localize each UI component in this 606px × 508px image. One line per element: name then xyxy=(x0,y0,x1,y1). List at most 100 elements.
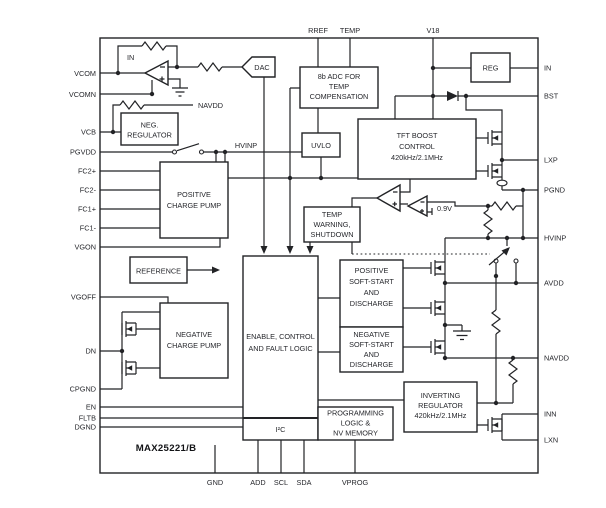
pin-label-fc1p: FC1+ xyxy=(78,205,96,214)
block-label: TEMP xyxy=(329,82,349,91)
block-label: DISCHARGE xyxy=(350,299,394,308)
block-label: TFT BOOST xyxy=(397,131,438,140)
block-label: UVLO xyxy=(311,141,331,150)
pin-label-lxp: LXP xyxy=(544,156,558,165)
block-positive-charge-pump: POSITIVE CHARGE PUMP xyxy=(159,161,229,239)
arrowheads xyxy=(212,246,314,274)
block-label: 8b ADC FOR xyxy=(318,72,361,81)
block-label: CONTROL xyxy=(399,142,435,151)
block-label: POSITIVE xyxy=(177,190,211,199)
pin-label-fc2n: FC2- xyxy=(80,186,97,195)
block-label: POSITIVE xyxy=(355,266,389,275)
block-label: SHUTDOWN xyxy=(311,230,354,239)
block-adc: 8b ADC FOR TEMP COMPENSATION xyxy=(299,66,379,109)
block-label: REGULATOR xyxy=(418,401,463,410)
block-negative-charge-pump: NEGATIVE CHARGE PUMP xyxy=(159,302,229,379)
ground-icon xyxy=(172,87,188,97)
block-label: 420kHz/2.1MHz xyxy=(415,411,467,420)
block-negative-soft-start: NEGATIVE SOFT-START AND DISCHARGE xyxy=(339,326,404,373)
block-label: AND xyxy=(364,350,379,359)
block-enable-logic: ENABLE, CONTROL AND FAULT LOGIC I²C xyxy=(242,255,319,441)
opamp-in-label: IN xyxy=(127,53,134,62)
comparator-0v9-icon xyxy=(406,194,428,218)
block-label: AND FAULT LOGIC xyxy=(248,344,312,353)
block-label: SOFT-START xyxy=(349,277,394,286)
pin-label-rref: RREF xyxy=(308,26,328,35)
block-label: AND xyxy=(364,288,379,297)
block-label: CHARGE PUMP xyxy=(167,341,221,350)
pin-label-en: EN xyxy=(86,403,96,412)
pin-label-v18: V18 xyxy=(427,26,440,35)
opamp-icon xyxy=(143,59,169,87)
block-neg-regulator: NEG. REGULATOR xyxy=(120,112,179,146)
pin-label-fltb: FLTB xyxy=(79,414,96,423)
block-tft-boost: TFT BOOST CONTROL 420kHz/2.1MHz xyxy=(357,118,477,180)
avdd-switch-icon xyxy=(488,247,519,266)
pin-labels: RREF TEMP V18 VCOM VCOMN VCB PGVDD FC2+ … xyxy=(69,26,569,487)
pin-label-vprog: VPROG xyxy=(342,478,369,487)
body-diode-bubble-icon xyxy=(496,179,508,187)
block-positive-soft-start: POSITIVE SOFT-START AND DISCHARGE xyxy=(339,259,404,328)
pin-label-fc2p: FC2+ xyxy=(78,167,96,176)
pin-label-lxn: LXN xyxy=(544,436,558,445)
block-reg: REG xyxy=(470,52,511,83)
diode-icon xyxy=(447,91,459,101)
junction-dots xyxy=(110,64,526,406)
hvinp-net-label: HVINP xyxy=(235,141,257,150)
pin-label-vcom: VCOM xyxy=(74,69,96,78)
pin-label-avdd: AVDD xyxy=(544,279,564,288)
block-label: 420kHz/2.1MHz xyxy=(391,153,443,162)
wiring xyxy=(100,38,538,473)
block-programming-logic: PROGRAMMING LOGIC & NV MEMORY xyxy=(317,406,394,441)
pin-label-cpgnd: CPGND xyxy=(70,385,96,394)
block-temp-warning: TEMP WARNING, SHUTDOWN xyxy=(303,206,361,243)
pin-label-add: ADD xyxy=(250,478,265,487)
block-label: WARNING, xyxy=(313,220,350,229)
pin-label-dn: DN xyxy=(85,347,96,356)
pin-label-temp: TEMP xyxy=(340,26,360,35)
pin-label-pgvdd: PGVDD xyxy=(70,148,96,157)
ground-icon xyxy=(453,330,471,341)
pin-label-fc1n: FC1- xyxy=(80,224,97,233)
pin-label-dgnd: DGND xyxy=(75,423,97,432)
comparator-icon xyxy=(375,183,401,213)
pgvdd-switch-icon xyxy=(171,143,205,155)
pin-label-vgoff: VGOFF xyxy=(71,293,97,302)
block-label: NEG. xyxy=(141,121,159,130)
block-label: INVERTING xyxy=(421,391,461,400)
block-label-dac: DAC xyxy=(254,63,269,72)
blocks: NEG. REGULATOR DAC 8b ADC FOR TEMP COMPE… xyxy=(120,52,511,441)
block-label: NEGATIVE xyxy=(176,330,212,339)
block-label: PROGRAMMING xyxy=(327,409,384,418)
block-inverting-regulator: INVERTING REGULATOR 420kHz/2.1MHz xyxy=(403,381,478,433)
pin-label-vgon: VGON xyxy=(75,243,97,252)
resistor-icons xyxy=(119,41,518,385)
pin-label-inn: INN xyxy=(544,410,557,419)
pin-label-hvinp: HVINP xyxy=(544,234,566,243)
vref-0v9-label: 0.9V xyxy=(437,204,452,213)
block-label: NV MEMORY xyxy=(333,429,378,438)
pin-label-gnd: GND xyxy=(207,478,223,487)
dac-block xyxy=(241,56,276,78)
block-label: SOFT-START xyxy=(349,340,394,349)
block-label: TEMP xyxy=(322,210,342,219)
block-label: CHARGE PUMP xyxy=(167,201,221,210)
block-label: REGULATOR xyxy=(127,131,172,140)
block-label: NEGATIVE xyxy=(353,330,389,339)
chip-name-label: MAX25221/B xyxy=(136,443,197,454)
pin-label-vcomn: VCOMN xyxy=(69,90,96,99)
block-reference: REFERENCE xyxy=(129,256,188,284)
pin-label-sda: SDA xyxy=(296,478,311,487)
navdd-net-label: NAVDD xyxy=(198,101,223,110)
pin-label-navdd: NAVDD xyxy=(544,354,569,363)
block-label: DISCHARGE xyxy=(350,360,394,369)
pin-label-pgnd: PGND xyxy=(544,186,565,195)
pin-label-bst: BST xyxy=(544,92,559,101)
net-annotations: IN NAVDD HVINP 0.9V xyxy=(127,53,452,213)
block-uvlo: UVLO xyxy=(301,132,341,158)
pin-label-vcb: VCB xyxy=(81,128,96,137)
block-label: REFERENCE xyxy=(136,267,181,276)
block-label: ENABLE, CONTROL xyxy=(246,332,315,341)
